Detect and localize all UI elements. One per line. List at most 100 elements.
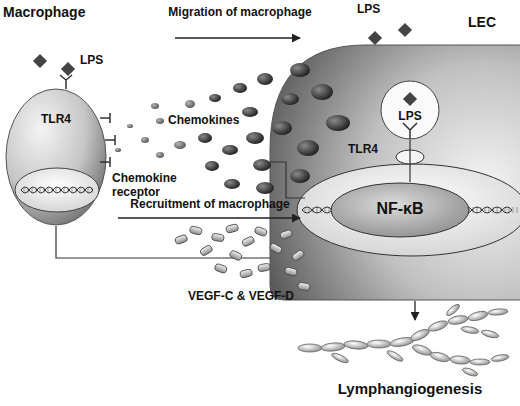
lps-molecule-part — [61, 62, 75, 76]
vegf-molecule-part — [284, 267, 297, 277]
process-label: Migration of macrophage — [160, 6, 320, 20]
chemokine-dot-part — [233, 83, 247, 93]
node-outline-part — [15, 168, 99, 212]
lps-molecule-part — [33, 54, 47, 68]
lymphatic-vessel-part — [488, 308, 508, 316]
chemokine-dot-part — [257, 73, 273, 85]
molecule-label: Chemokines — [168, 114, 248, 128]
receptor-name: TLR4 — [348, 143, 388, 157]
node-outline-part — [21, 187, 93, 193]
receptor-label: Chemokine receptor — [112, 172, 184, 200]
chemokine-receptor-part — [100, 157, 110, 167]
lymphatic-vessel-part — [321, 342, 346, 352]
lymphatic-vessel-part — [491, 353, 510, 362]
chemokine-dot-part — [242, 107, 258, 117]
vegf-molecule-part — [254, 226, 268, 237]
cell-title: Macrophage — [3, 4, 123, 20]
lymphatic-vessel-part — [411, 343, 433, 357]
macrophage-cell: MacrophageTLR4 — [5, 88, 107, 226]
transcription-factor: NF-κB — [330, 182, 470, 238]
tlr4-receptor-part — [60, 75, 72, 89]
vegf-molecule-part — [214, 263, 228, 274]
lymphatic-vessel-part — [467, 310, 488, 323]
chemokine-dot-part — [222, 145, 238, 155]
lymphatic-vessel-part — [298, 344, 322, 352]
chemokine-dot-part — [246, 132, 264, 144]
tlr4-receptor-part — [403, 123, 417, 139]
chemokine-dot — [115, 100, 195, 158]
lymphatic-vessel-part — [461, 325, 480, 334]
chemokine-dot-part — [156, 152, 164, 158]
vegf-molecule-part — [291, 249, 305, 262]
chemokine-dot-part — [205, 161, 219, 171]
lymphatic-vessel-part — [331, 351, 350, 364]
lymphatic-vessel-part — [409, 327, 431, 343]
chemokine-dot-part — [281, 93, 299, 105]
chemokine-dot-part — [174, 141, 186, 149]
lps-molecule-part — [398, 23, 412, 37]
receptor-name: TLR4 — [31, 113, 81, 127]
lymphatic-vessel-part — [447, 314, 468, 325]
lps-molecule — [33, 23, 412, 76]
vegf-molecule-part — [297, 282, 310, 291]
molecule-name: LPS — [357, 3, 397, 17]
chemokine-dot-part — [311, 84, 333, 100]
node-outline-part — [403, 92, 417, 106]
chemokine-dot-part — [198, 133, 212, 143]
molecule-label: VEGF-C & VEGF-D — [188, 290, 318, 304]
lymphatic-vessel-part — [445, 303, 461, 318]
signal-connector — [409, 140, 410, 182]
factor-name: NF-κB — [330, 200, 470, 218]
vegf-molecule — [174, 224, 310, 291]
lymphatic-vessel-part — [427, 319, 449, 333]
chemokine-dot-part — [141, 137, 149, 143]
chemokine-dot-part — [185, 100, 195, 108]
vegf-molecule-part — [174, 234, 188, 245]
lymphatic-vessel-part — [481, 329, 500, 339]
vegf-molecule-part — [279, 229, 293, 240]
molecule-name: LPS — [80, 54, 120, 68]
vegf-molecule-part — [239, 269, 252, 279]
chemokine-dot-part — [209, 94, 221, 102]
process-arrow-part — [175, 37, 300, 38]
vegf-molecule-part — [225, 224, 238, 234]
node-outline-part — [297, 164, 520, 256]
node-outline-part — [24, 187, 92, 193]
lymphatic-vessel-part — [450, 355, 471, 365]
vegf-molecule-part — [269, 242, 283, 254]
outcome-label: Lymphangiogenesis — [315, 380, 505, 397]
node-outline-part — [381, 81, 439, 139]
chemokine-dot-part — [290, 169, 310, 183]
chemokine-dot-part — [253, 159, 271, 171]
chemokine-dot-part — [256, 182, 274, 194]
node-outline-part — [331, 183, 469, 237]
chemokine-dot-part — [115, 148, 121, 152]
lymphatic-vessel-part — [461, 366, 478, 377]
node-outline-part — [21, 187, 93, 193]
cell-title: LEC — [468, 14, 518, 30]
lymphatic-vessel-part — [386, 349, 405, 363]
vegf-molecule-part — [211, 233, 224, 242]
tlr4-receptor — [60, 75, 417, 139]
chemokine-dot-part — [156, 118, 164, 124]
process-arrow-part — [414, 301, 415, 320]
molecule-name: LPS — [380, 110, 440, 124]
chemokine-dot-part — [151, 103, 159, 109]
lymphatic-vessel-part — [367, 340, 391, 348]
node-outline-part — [6, 89, 106, 225]
chemokine-dot-part — [297, 140, 319, 156]
process-arrow-part — [118, 217, 300, 218]
lymphatic-vessel-part — [470, 359, 490, 365]
chemokine-dot-part — [127, 124, 133, 128]
chemokine-dot-part — [290, 63, 310, 77]
vegf-molecule-part — [229, 250, 243, 261]
vegf-molecule-part — [199, 244, 213, 256]
vegf-molecule-part — [189, 226, 202, 236]
chemokine-dot — [198, 63, 350, 194]
chemokine-dot-part — [326, 115, 350, 131]
lymphatic-vessel-part — [344, 340, 369, 350]
process-label: Recruitment of macrophage — [110, 198, 310, 212]
chemokine-dot-part — [224, 179, 240, 189]
